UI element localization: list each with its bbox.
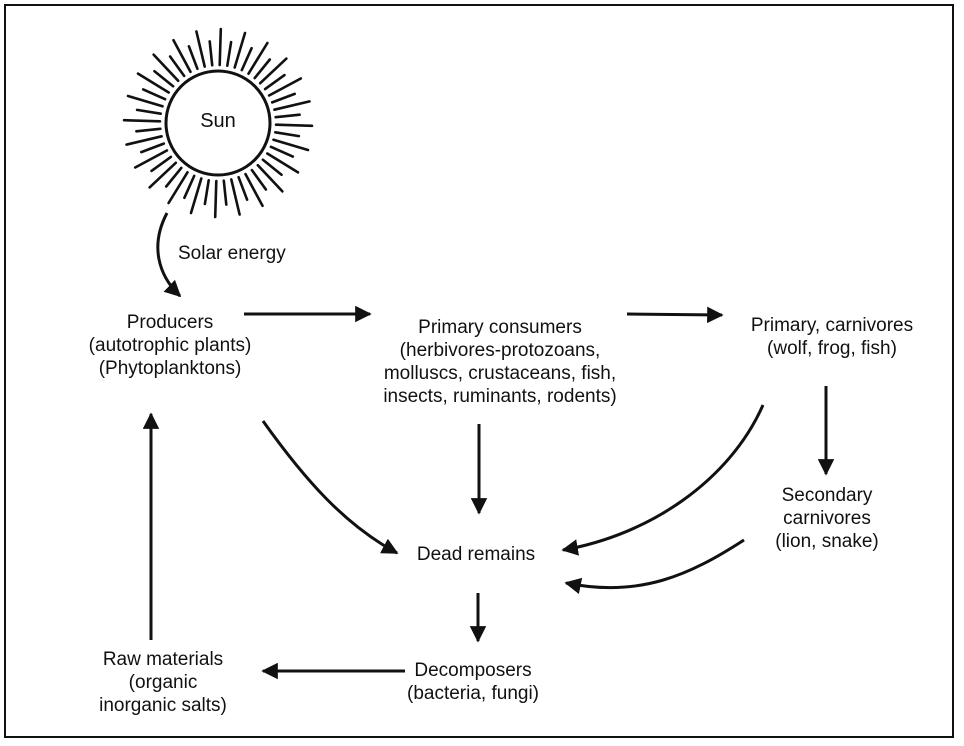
sun-ray [125, 135, 163, 146]
sun-ray [269, 145, 295, 158]
sun-label: Sun [200, 110, 236, 132]
arrow-secondary-carnivores-to-dead-remains [564, 538, 745, 595]
sun-ray [135, 127, 162, 133]
sun-ray [258, 57, 288, 85]
node-raw-materials: Raw materials (organic inorganic salts) [99, 648, 227, 717]
node-line: molluscs, crustaceans, fish, [383, 363, 617, 384]
sun-ray [218, 27, 223, 67]
node-line: inorganic salts) [99, 695, 227, 716]
node-line: (organic [128, 672, 198, 693]
sun-ray [250, 168, 268, 191]
node-line: Secondary [781, 485, 873, 506]
sun-ray [263, 73, 286, 91]
node-line: Primary, carnivores [750, 315, 914, 336]
sun-ray [237, 175, 249, 201]
arrow-primary-carnivores-to-dead-remains [561, 404, 765, 556]
sun-ray [148, 161, 178, 189]
sun-ray [244, 172, 264, 208]
node-secondary-carnivores: Secondary carnivores (lion, snake) [775, 484, 879, 553]
node-line: (Phytoplanktons) [98, 358, 242, 379]
arrow-sun-to-producers [156, 212, 182, 298]
sun-ray [203, 179, 210, 206]
sun-ray [208, 40, 214, 67]
sun-ray [136, 72, 170, 94]
sun-ray [247, 41, 269, 75]
sun-ray [270, 92, 297, 104]
solar-energy-label: Solar energy [178, 243, 286, 264]
sun-ray [140, 142, 166, 154]
sun-ray [274, 123, 314, 128]
sun-ray [272, 138, 310, 152]
node-line: Raw materials [102, 649, 224, 670]
sun-ray [183, 174, 196, 200]
sun-ray [261, 158, 283, 177]
sun-ray [226, 40, 233, 67]
node-line: carnivores [783, 508, 871, 529]
sun-ray [168, 55, 186, 78]
node-line: Dead remains [416, 544, 536, 565]
sun-ray [141, 88, 167, 101]
sun-ray [273, 100, 311, 111]
sun-ray [122, 118, 162, 123]
sun-icon [122, 27, 314, 219]
node-decomposers: Decomposers (bacteria, fungi) [407, 659, 539, 705]
sun-ray [265, 152, 300, 174]
sun-ray [153, 69, 175, 88]
sun-ray [222, 179, 228, 206]
sun-ray [213, 179, 218, 219]
sun-ray [187, 44, 199, 71]
sun-ray [135, 108, 162, 115]
node-line: Decomposers [414, 660, 532, 681]
node-line: Primary consumers [418, 317, 582, 338]
node-line: insects, ruminants, rodents) [383, 386, 617, 407]
node-primary-consumers: Primary consumers (herbivores-protozoans… [383, 316, 616, 408]
node-line: (bacteria, fungi) [406, 683, 540, 704]
sun-ray [240, 46, 253, 72]
sun-ray [274, 113, 301, 119]
node-line: Producers [126, 312, 214, 333]
node-dead-remains: Dead remains [417, 543, 535, 566]
sun-ray [152, 53, 180, 83]
node-line: (autotrophic plants) [88, 335, 252, 356]
node-producers: Producers (autotrophic plants) (Phytopla… [89, 311, 252, 380]
sun-ray [267, 77, 303, 97]
node-line: (lion, snake) [775, 531, 879, 552]
sun-ray [256, 163, 284, 193]
sun-ray [133, 149, 169, 169]
sun-ray [150, 155, 173, 173]
sun-ray [167, 171, 189, 205]
sun-ray [273, 131, 301, 138]
sun-ray [172, 38, 192, 74]
sun-ray [126, 94, 164, 108]
sun-rays [122, 27, 314, 219]
node-line: (wolf, frog, fish) [767, 338, 897, 359]
sun-ray [233, 31, 247, 69]
sun-ray [253, 58, 272, 80]
sun-ray [195, 30, 206, 68]
arrow-producers-to-dead-remains [261, 420, 399, 555]
node-primary-carnivores: Primary, carnivores (wolf, frog, fish) [751, 314, 913, 360]
sun-ray [230, 178, 241, 216]
sun-disc [164, 69, 272, 177]
sun-ray [164, 166, 183, 188]
sun-ray [189, 177, 203, 215]
arrow-primary-consumers-to-primary-carnivores [626, 306, 724, 324]
diagram-frame [4, 4, 954, 738]
node-line: (herbivores-protozoans, [399, 340, 601, 361]
